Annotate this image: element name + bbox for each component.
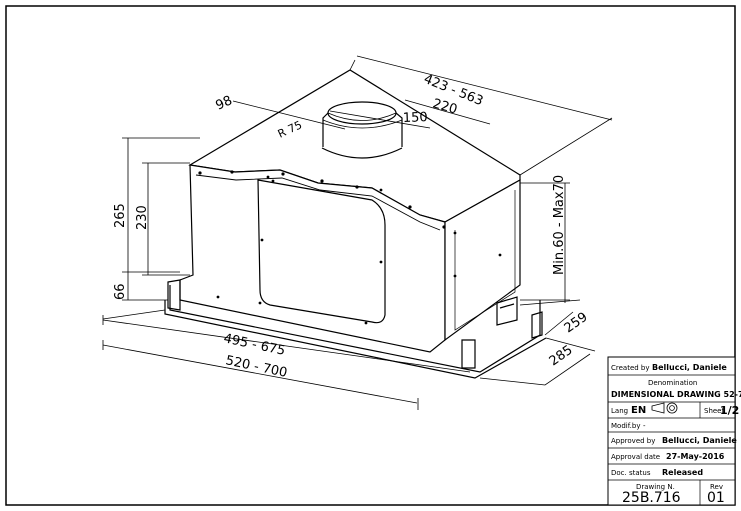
tb-sheet-value: 1/2 — [720, 404, 739, 417]
tb-modif-label: Modif.by — [611, 422, 640, 430]
tb-drawing-label: Drawing N. — [636, 483, 675, 491]
dim-cutout-depth: 259 — [562, 310, 591, 337]
tb-lang-label: Lang — [611, 407, 628, 415]
dim-chimney-adjust: Min.60 - Max70 — [552, 175, 567, 275]
tb-created-value: Bellucci, Daniele — [652, 363, 727, 372]
dim-duct-offset: 98 — [214, 93, 235, 113]
tb-created-label: Created by — [611, 364, 650, 372]
tb-rev-value: 01 — [707, 490, 725, 506]
tb-approval-date-label: Approval date — [611, 453, 660, 461]
tb-doc-status-label: Doc. status — [611, 469, 651, 477]
hood-drawing — [164, 69, 547, 379]
title-block: Created by Bellucci, Daniele Denominatio… — [607, 356, 741, 506]
projection-symbol-icon — [651, 402, 678, 414]
dim-depth-top: 220 — [431, 96, 459, 117]
dimension-lines — [102, 55, 613, 410]
dim-overall-depth: 285 — [547, 343, 576, 370]
tb-doc-status-value: Released — [662, 468, 703, 477]
tb-sheet-label: Sheet — [704, 407, 724, 415]
screw-dots — [198, 170, 502, 325]
tb-lang-value: EN — [631, 405, 646, 416]
tb-approved-label: Approved by — [611, 437, 655, 445]
dim-duct-diameter: 150 — [403, 110, 428, 126]
dim-height-total: 265 — [113, 203, 128, 228]
sheet-border — [5, 5, 736, 506]
dim-height-base: 66 — [113, 283, 128, 300]
tb-modif-value: - — [643, 422, 646, 430]
tb-rev-label: Rev — [710, 483, 723, 491]
tb-approval-date-value: 27-May-2016 — [666, 452, 725, 461]
tb-approved-value: Bellucci, Daniele — [662, 436, 737, 445]
tb-denomination-label: Denomination — [648, 379, 697, 387]
dim-height-body: 230 — [135, 205, 150, 230]
tb-denomination-value: DIMENSIONAL DRAWING 52-70 — [611, 390, 741, 399]
tb-drawing-value: 25B.716 — [622, 490, 681, 506]
